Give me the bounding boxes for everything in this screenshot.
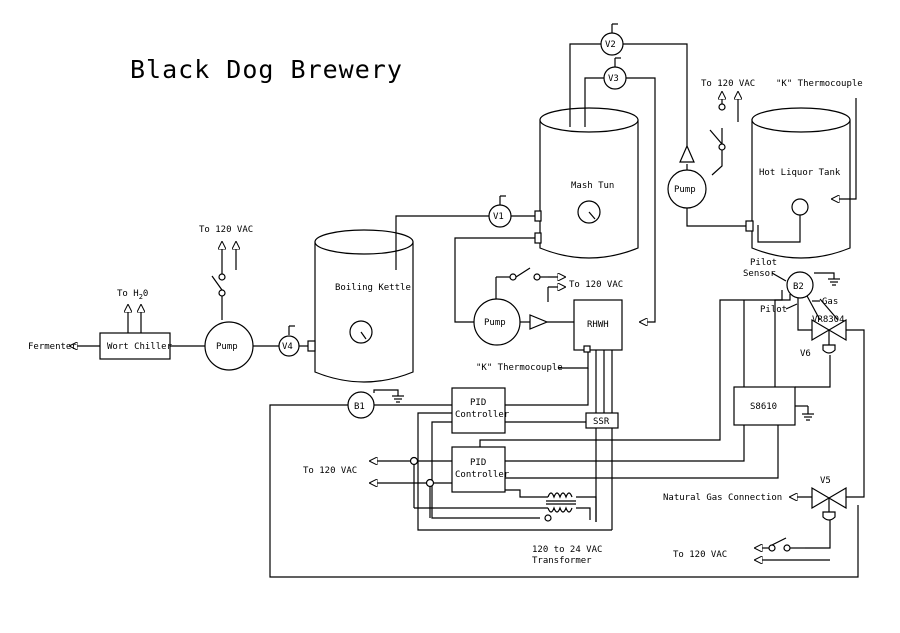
mash-pump[interactable]: Pump <box>473 298 549 346</box>
burner-b1[interactable]: B1 <box>347 391 375 419</box>
natural-gas-connection-label: Natural Gas Connection <box>663 493 782 503</box>
valve-v5[interactable]: V5 <box>811 476 847 521</box>
mash-tun-port <box>534 210 542 222</box>
transformer-label-1: 120 to 24 VAC <box>532 545 602 555</box>
v5-power-switch[interactable] <box>768 537 791 552</box>
ground-symbols <box>392 278 840 421</box>
valve-v4-label: V4 <box>282 342 293 352</box>
burner-b1-label: B1 <box>354 402 365 412</box>
to-h2o-label: To H20 <box>117 289 148 301</box>
gas-label: Gas <box>822 297 838 307</box>
valve-v6-label: V6 <box>800 349 811 359</box>
wort-chiller[interactable]: Wort Chiller <box>99 332 173 360</box>
hlt-burner-element-icon <box>791 198 809 216</box>
s8610-label: S8610 <box>750 402 777 412</box>
junction-dot <box>425 478 435 488</box>
vr8304-gas-valve[interactable]: VR8304 V6 <box>800 315 847 368</box>
rhwh-label: RHWH <box>587 320 609 330</box>
vr8304-label: VR8304 <box>812 315 845 325</box>
pid-lower-label-2: Controller <box>455 470 510 480</box>
to-h2o-subscript: 2 <box>139 293 143 301</box>
valve-v2[interactable]: V2 <box>600 23 624 56</box>
pilot-sensor-label-2: Sensor <box>743 269 776 279</box>
v6-actuator-icon <box>822 344 836 354</box>
valve-v2-label: V2 <box>605 40 616 50</box>
to-h2o-prefix: To H <box>117 289 139 299</box>
kettle-pump-switch[interactable] <box>211 273 226 297</box>
v5-power-label: To 120 VAC <box>673 550 727 560</box>
kettle-pump-label: Pump <box>216 342 238 352</box>
junction-dot <box>409 456 419 466</box>
to-h2o-suffix: 0 <box>143 289 148 299</box>
hlt-port <box>745 220 754 232</box>
hlt-pump-switch[interactable] <box>709 103 726 151</box>
valve-v3[interactable]: V3 <box>603 57 627 90</box>
hlt-pump-power-label: To 120 VAC <box>701 79 755 89</box>
pid-power-label: To 120 VAC <box>303 466 357 476</box>
page-title: Black Dog Brewery <box>130 55 403 84</box>
pid-upper-label-2: Controller <box>455 410 510 420</box>
mash-tun-port <box>534 232 542 244</box>
transformer-label-2: Transformer <box>532 556 592 566</box>
rhwh-thermocouple-label: "K" Thermocouple <box>476 363 563 373</box>
ground-icon <box>392 395 404 403</box>
valve-v4[interactable]: V4 <box>278 325 300 357</box>
hot-liquor-tank-vessel: Hot Liquor Tank <box>751 107 851 259</box>
junction-dot <box>544 514 552 522</box>
rhwh-heater[interactable]: RHWH <box>573 299 623 353</box>
mash-pump-power-label: To 120 VAC <box>569 280 623 290</box>
pid-lower-label-1: PID <box>470 458 486 468</box>
s8610-ignition-module[interactable]: S8610 <box>733 386 796 426</box>
mash-pump-label: Pump <box>484 318 506 328</box>
kettle-port <box>307 340 316 352</box>
pid-controller-lower[interactable]: PID Controller <box>451 446 510 493</box>
burner-b2-label: B2 <box>793 282 804 292</box>
wort-chiller-label: Wort Chiller <box>107 342 173 352</box>
mash-tun-label: Mash Tun <box>571 181 614 191</box>
pilot-label: Pilot <box>760 305 787 315</box>
pid-controller-upper[interactable]: PID Controller <box>451 387 510 434</box>
boiling-kettle-label: Boiling Kettle <box>335 283 411 293</box>
mash-pump-switch[interactable] <box>509 267 541 281</box>
valve-v3-label: V3 <box>608 74 619 84</box>
valve-v1-label: V1 <box>493 212 504 222</box>
piping <box>70 43 865 578</box>
hlt-pump[interactable]: Pump <box>667 144 707 209</box>
transformer[interactable]: 120 to 24 VAC Transformer <box>532 492 602 566</box>
ssr-label: SSR <box>593 417 610 427</box>
valve-v5-label: V5 <box>820 476 831 486</box>
boiling-kettle-vessel: Boiling Kettle <box>314 229 414 383</box>
ground-icon <box>802 413 814 421</box>
fermenter-label: Fermenter <box>28 342 77 352</box>
rhwh-thermocouple-port <box>583 345 591 353</box>
mash-tun-vessel: Mash Tun <box>539 107 639 259</box>
pilot-leader <box>785 303 798 310</box>
hlt-thermocouple-label: "K" Thermocouple <box>776 79 863 89</box>
ground-icon <box>828 278 840 286</box>
kettle-pump[interactable]: Pump <box>204 321 254 371</box>
ssr-relay[interactable]: SSR <box>585 412 619 429</box>
hlt-pump-label: Pump <box>674 185 696 195</box>
valve-v1[interactable]: V1 <box>488 195 512 228</box>
hot-liquor-tank-label: Hot Liquor Tank <box>759 168 841 178</box>
burner-b2[interactable]: B2 <box>786 271 814 299</box>
pid-upper-label-1: PID <box>470 398 486 408</box>
pilot-sensor-leader <box>771 272 787 282</box>
kettle-pump-power-label: To 120 VAC <box>199 225 253 235</box>
v5-actuator-icon <box>822 511 836 521</box>
pilot-sensor-label-1: Pilot <box>750 258 777 268</box>
